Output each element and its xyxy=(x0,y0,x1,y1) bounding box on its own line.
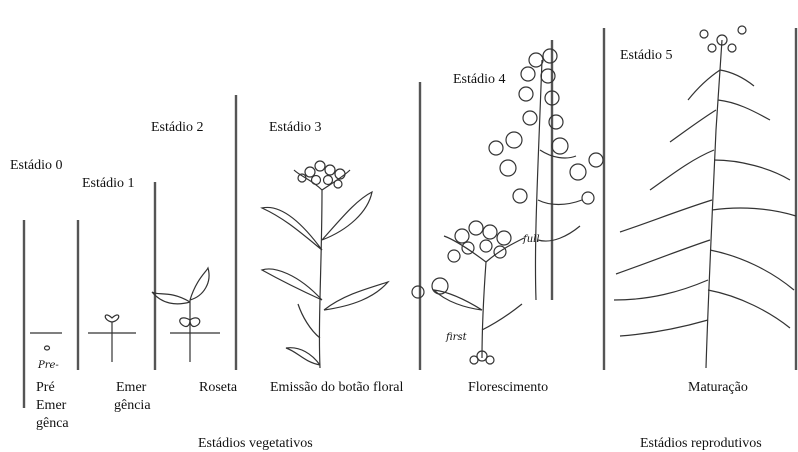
full-flower-annotation: full xyxy=(523,232,540,248)
first-flower-annotation: first xyxy=(446,330,467,346)
stage-name-maturation: Maturação xyxy=(688,380,748,396)
stage-3-title: Estádio 3 xyxy=(269,120,322,136)
stage-name-pre-emergence-line-2: Emer xyxy=(36,398,66,414)
stage-name-rosette: Roseta xyxy=(199,380,237,396)
stage2-sketch xyxy=(152,268,220,362)
stage-name-flowering: Florescimento xyxy=(468,380,548,396)
stage-name-emergence-line-2: gência xyxy=(114,398,151,414)
stage-1-title: Estádio 1 xyxy=(82,176,135,192)
stage-name-bud: Emissão do botão floral xyxy=(270,380,403,396)
stage3-sketch xyxy=(262,161,388,368)
stage-0-title: Estádio 0 xyxy=(10,158,63,174)
stage0-sketch xyxy=(30,333,62,350)
phase-label-reproductive: Estádios reprodutivos xyxy=(640,436,762,452)
stage-name-pre-emergence-line-3: gênca xyxy=(36,416,69,432)
stage-2-title: Estádio 2 xyxy=(151,120,204,136)
stage-name-pre-emergence-line-1: Pré xyxy=(36,380,55,396)
seed-annotation: Pre- xyxy=(38,358,59,374)
stage-4-title: Estádio 4 xyxy=(453,72,506,88)
stage4-sketch xyxy=(412,49,603,364)
stage1-sketch xyxy=(88,315,136,362)
stage-name-emergence-line-1: Emer xyxy=(116,380,146,396)
phase-label-vegetative: Estádios vegetativos xyxy=(198,436,313,452)
stage-5-title: Estádio 5 xyxy=(620,48,673,64)
stage5-sketch xyxy=(614,26,796,368)
